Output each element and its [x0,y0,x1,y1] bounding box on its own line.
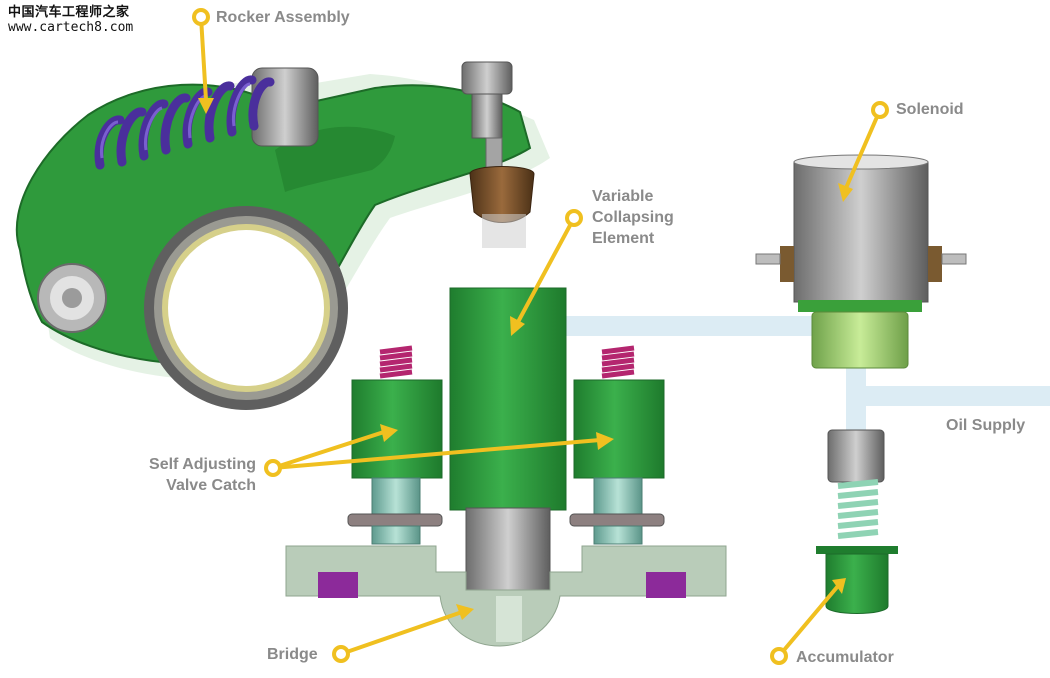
rocker-assembly [15,61,551,410]
label-rocker-assembly: Rocker Assembly [216,9,350,26]
rocker-spring [94,75,275,170]
accumulator-marker [770,647,788,665]
rocker-assembly-marker [192,8,210,26]
valve-catch-left [347,345,443,545]
solenoid [755,154,967,369]
label-solenoid: Solenoid [896,101,964,118]
variable-collapsing-element [449,287,567,591]
callout-markers [192,8,889,665]
valve-catch-marker [264,459,282,477]
watermark-site-name: 中国汽车工程师之家 [8,5,130,20]
valve-catch-right [569,345,665,545]
bridge [285,545,727,647]
solenoid-marker [871,101,889,119]
watermark-url: www.cartech8.com [8,19,134,35]
accumulator [816,429,898,614]
label-oil-supply: Oil Supply [946,417,1026,434]
bridge-marker [332,645,350,663]
variable-collapsing-element-marker [565,209,583,227]
site-watermark: 中国汽车工程师之家 www.cartech8.com [8,5,134,36]
oil-lines [565,316,1050,434]
label-self-adjusting-valve-catch: Self Adjusting Valve Catch [149,456,256,494]
label-variable-collapsing-element: Variable Collapsing Element [592,188,674,247]
label-bridge: Bridge [267,646,318,663]
label-accumulator: Accumulator [796,649,894,666]
callouts [198,15,882,658]
